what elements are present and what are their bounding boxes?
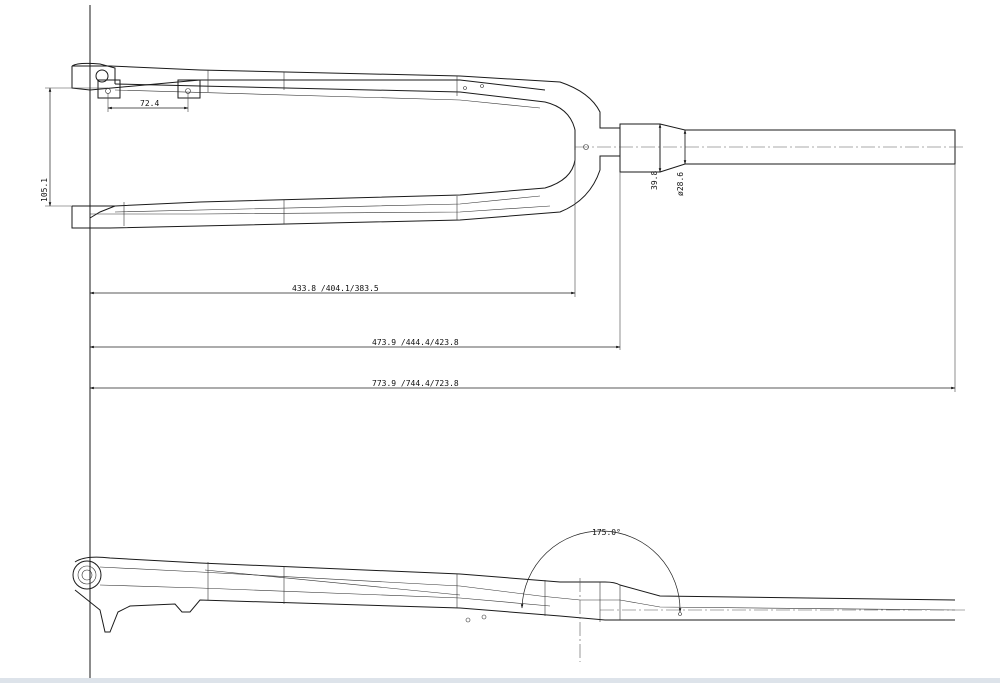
dim-length-to-crown-race: 473.9 /444.4/423.8 xyxy=(89,172,621,350)
window-bottom-bar xyxy=(0,678,1000,683)
dim-label-overall-length: 773.9 /744.4/723.8 xyxy=(372,379,459,388)
dim-label-dropout-spacing: 72.4 xyxy=(140,99,159,108)
dim-steerer-diameters: 39.8 ø28.6 xyxy=(650,123,687,196)
dim-label-steerer-lower: ø28.6 xyxy=(676,172,685,196)
dim-crown-angle: 175.0° xyxy=(520,528,682,613)
dim-label-steerer-upper: 39.8 xyxy=(650,171,659,190)
dim-label-length-to-crown: 433.8 /404.1/383.5 xyxy=(292,284,379,293)
dim-label-crown-angle: 175.0° xyxy=(592,528,621,537)
dim-dropout-spacing: 72.4 xyxy=(107,93,189,112)
dim-label-fork-span: 105.1 xyxy=(40,178,49,202)
dim-overall-length: 773.9 /744.4/723.8 xyxy=(89,164,956,392)
dim-label-length-to-crown-race: 473.9 /444.4/423.8 xyxy=(372,338,459,347)
dim-length-to-crown: 433.8 /404.1/383.5 xyxy=(89,150,576,297)
fork-side-view xyxy=(72,556,965,662)
dim-fork-span: 105.1 xyxy=(40,87,108,207)
fork-front-view xyxy=(71,62,965,229)
